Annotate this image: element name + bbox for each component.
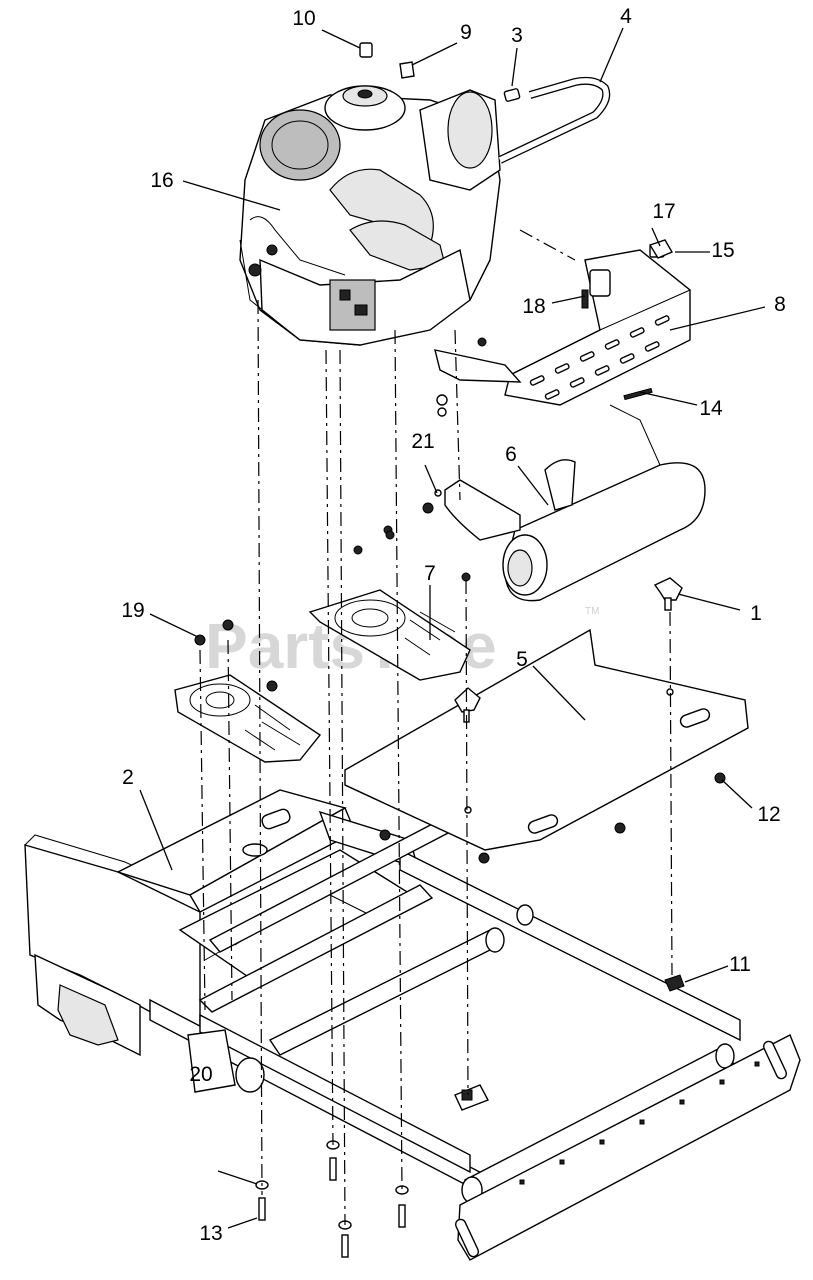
guard-slots bbox=[529, 315, 670, 400]
heat-shield bbox=[344, 628, 749, 851]
callout-5: 5 bbox=[516, 648, 528, 671]
engine-assembly bbox=[239, 42, 501, 346]
hardware bbox=[194, 239, 726, 1258]
knob-1 bbox=[653, 577, 683, 611]
leader-lines bbox=[139, 27, 766, 1229]
callout-2: 2 bbox=[122, 766, 134, 789]
callout-16: 16 bbox=[150, 169, 173, 192]
callout-9: 9 bbox=[460, 21, 472, 44]
callout-11: 11 bbox=[729, 953, 751, 976]
callout-17: 17 bbox=[652, 200, 675, 223]
isolator-plate-19 bbox=[174, 674, 322, 763]
muffler bbox=[422, 404, 706, 602]
callout-14: 14 bbox=[699, 397, 723, 420]
part-9-clip bbox=[399, 61, 415, 79]
callout-10: 10 bbox=[292, 7, 315, 30]
bumper-holes bbox=[519, 1061, 760, 1185]
callout-7: 7 bbox=[424, 562, 436, 585]
callout-6: 6 bbox=[505, 443, 517, 466]
isolator-plate-7 bbox=[308, 589, 471, 681]
callout-8: 8 bbox=[774, 293, 786, 316]
callout-1: 1 bbox=[750, 602, 762, 625]
part-10-cap bbox=[359, 42, 373, 58]
watermark-trademark: TM bbox=[585, 606, 599, 617]
callout-15: 15 bbox=[711, 239, 734, 262]
callout-4: 4 bbox=[620, 5, 632, 28]
fuel-line bbox=[498, 76, 611, 164]
callout-20: 20 bbox=[189, 1063, 212, 1086]
callout-18: 18 bbox=[522, 295, 545, 318]
callout-3: 3 bbox=[511, 24, 523, 47]
callout-19: 19 bbox=[121, 599, 144, 622]
callout-21: 21 bbox=[411, 430, 434, 453]
frame-assembly bbox=[24, 789, 801, 1261]
callout-12: 12 bbox=[757, 803, 780, 826]
alignment-lines bbox=[199, 229, 673, 1226]
callout-labels: 1 2 3 4 5 6 7 8 9 10 11 12 13 14 15 16 1… bbox=[121, 5, 786, 1245]
callout-13: 13 bbox=[199, 1222, 222, 1245]
